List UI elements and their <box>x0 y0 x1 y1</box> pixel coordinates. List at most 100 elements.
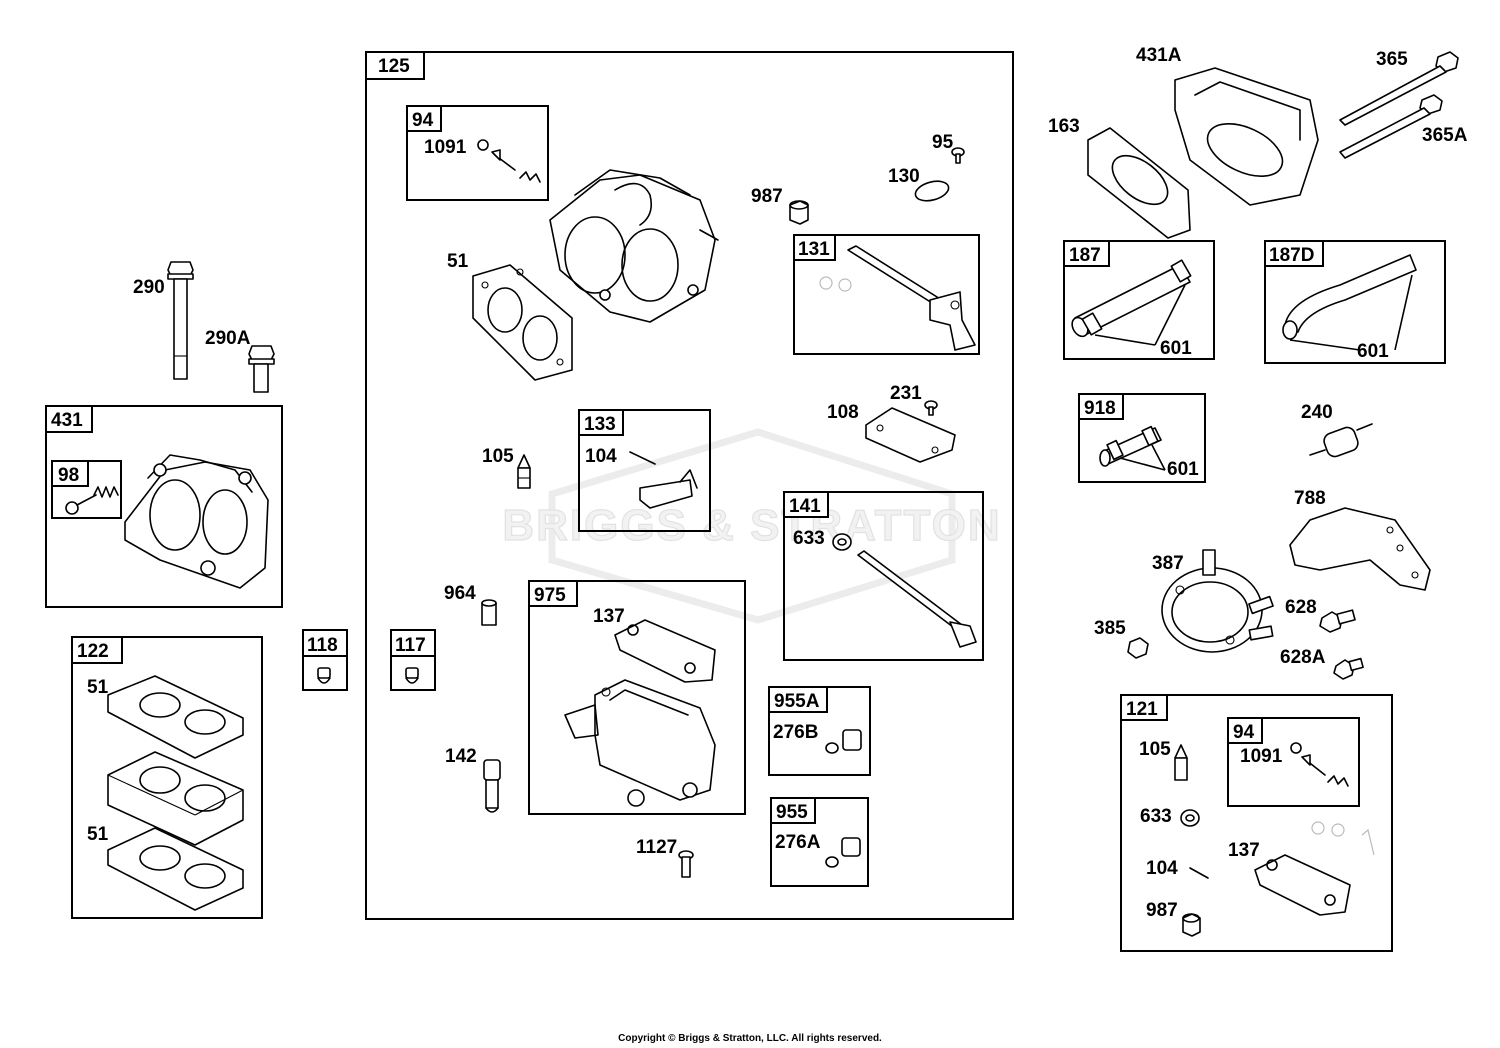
assembly-918-tag <box>1078 393 1124 420</box>
assembly-975-tag <box>528 580 578 607</box>
label-51-lower: 51 <box>87 824 109 845</box>
bolt-365-drawing <box>1339 51 1459 126</box>
screw-231-drawing <box>924 400 938 416</box>
assembly-187-tag <box>1063 240 1110 267</box>
tag-94: 94 <box>412 110 434 131</box>
brand-watermark: BRIGGS & STRATTON <box>502 428 1000 624</box>
label-231: 231 <box>890 383 922 404</box>
label-104: 104 <box>585 446 617 467</box>
inlet-needle-105b-drawing <box>1174 744 1188 781</box>
tag-118: 118 <box>307 635 338 656</box>
tag-94b: 94 <box>1233 722 1255 743</box>
screw-95-drawing <box>951 147 965 164</box>
label-1091b: 1091 <box>1240 746 1283 767</box>
fuel-line-918-drawing <box>1099 425 1166 471</box>
label-51-upper: 51 <box>87 677 109 698</box>
assembly-187-frame <box>1063 240 1215 360</box>
label-633: 633 <box>793 528 825 549</box>
assembly-131-tag <box>793 234 836 261</box>
throttle-shaft-131-drawing <box>819 245 976 351</box>
assembly-431-tag <box>45 405 93 433</box>
label-108: 108 <box>827 402 859 423</box>
assembly-918-frame <box>1078 393 1206 483</box>
screw-276a-drawing <box>825 837 861 868</box>
tag-121: 121 <box>1126 699 1158 720</box>
bolt-365a-drawing <box>1339 94 1443 159</box>
label-137b: 137 <box>1228 840 1260 861</box>
plug-117-drawing <box>405 667 419 684</box>
assembly-98-tag <box>51 460 89 487</box>
assembly-122-tag <box>71 636 123 664</box>
label-633b: 633 <box>1140 806 1172 827</box>
inlet-needle-105-drawing <box>517 454 531 489</box>
pin-104b-drawing <box>1189 867 1209 879</box>
label-130: 130 <box>888 166 920 187</box>
assembly-94-frame <box>406 105 549 201</box>
plate-130-drawing <box>914 180 950 202</box>
tag-117: 117 <box>395 635 426 656</box>
bracket-788-drawing <box>1289 507 1431 591</box>
label-105b: 105 <box>1139 739 1171 760</box>
label-105: 105 <box>482 446 514 467</box>
screw-and-spring-98-drawing <box>65 486 119 515</box>
tag-133: 133 <box>584 414 616 435</box>
assembly-133-frame <box>578 409 711 532</box>
assembly-141-frame <box>783 491 984 661</box>
adapter-431a-drawing <box>1174 67 1319 206</box>
copyright-notice: Copyright © Briggs & Stratton, LLC. All … <box>618 1033 882 1044</box>
label-601-187: 601 <box>1160 338 1192 359</box>
needle-and-spring-94b-drawing <box>1290 742 1349 787</box>
jet-142-drawing <box>483 759 501 813</box>
label-385: 385 <box>1094 618 1126 639</box>
choke-shaft-141-drawing <box>832 533 977 648</box>
assembly-125-tag <box>365 51 425 80</box>
label-163: 163 <box>1048 116 1080 137</box>
fuel-filter-240-drawing <box>1309 423 1373 458</box>
tag-125: 125 <box>378 56 410 77</box>
gasket-and-spacer-122-drawing <box>107 675 244 911</box>
bolt-290-drawing <box>167 261 194 380</box>
tag-431: 431 <box>51 410 83 431</box>
assembly-122-frame <box>71 636 263 919</box>
assembly-187D-tag <box>1264 240 1324 267</box>
label-601-918: 601 <box>1167 459 1199 480</box>
assembly-955-tag <box>770 797 816 824</box>
assembly-955A-tag <box>768 686 828 713</box>
gasket-51-drawing <box>472 264 573 381</box>
label-601-187d: 601 <box>1357 341 1389 362</box>
pin-and-float-133-drawing <box>629 451 698 509</box>
label-95: 95 <box>932 132 954 153</box>
float-bowl-975-drawing <box>564 679 716 807</box>
label-431a: 431A <box>1136 45 1182 66</box>
tag-187d: 187D <box>1269 245 1314 266</box>
assembly-121-frame <box>1120 694 1393 952</box>
bushing-964-drawing <box>481 599 497 626</box>
label-365: 365 <box>1376 49 1408 70</box>
label-964: 964 <box>444 583 476 604</box>
label-104b: 104 <box>1146 858 1178 879</box>
label-628a: 628A <box>1280 647 1326 668</box>
tag-187: 187 <box>1069 245 1101 266</box>
label-1127: 1127 <box>636 837 677 858</box>
intake-body-431-drawing <box>124 454 269 589</box>
assembly-94b-frame <box>1227 717 1360 807</box>
label-290a: 290A <box>205 328 251 349</box>
fuel-pump-387-drawing <box>1161 549 1274 653</box>
tag-955a: 955A <box>774 691 820 712</box>
label-276b: 276B <box>773 722 818 743</box>
assembly-118-tag <box>302 629 348 657</box>
screw-628a-drawing <box>1333 657 1364 680</box>
assembly-975-frame <box>528 580 746 815</box>
label-240: 240 <box>1301 402 1333 423</box>
kit-ghost-parts-drawing <box>1311 821 1375 856</box>
plate-108-drawing <box>865 407 956 463</box>
needle-and-spring-94-drawing <box>477 139 541 183</box>
label-276a: 276A <box>775 832 821 853</box>
label-1091: 1091 <box>424 137 467 158</box>
label-142: 142 <box>445 746 477 767</box>
label-987b: 987 <box>1146 900 1178 921</box>
seal-633b-drawing <box>1180 809 1200 827</box>
screw-276b-drawing <box>825 729 862 754</box>
tag-141: 141 <box>789 496 821 517</box>
